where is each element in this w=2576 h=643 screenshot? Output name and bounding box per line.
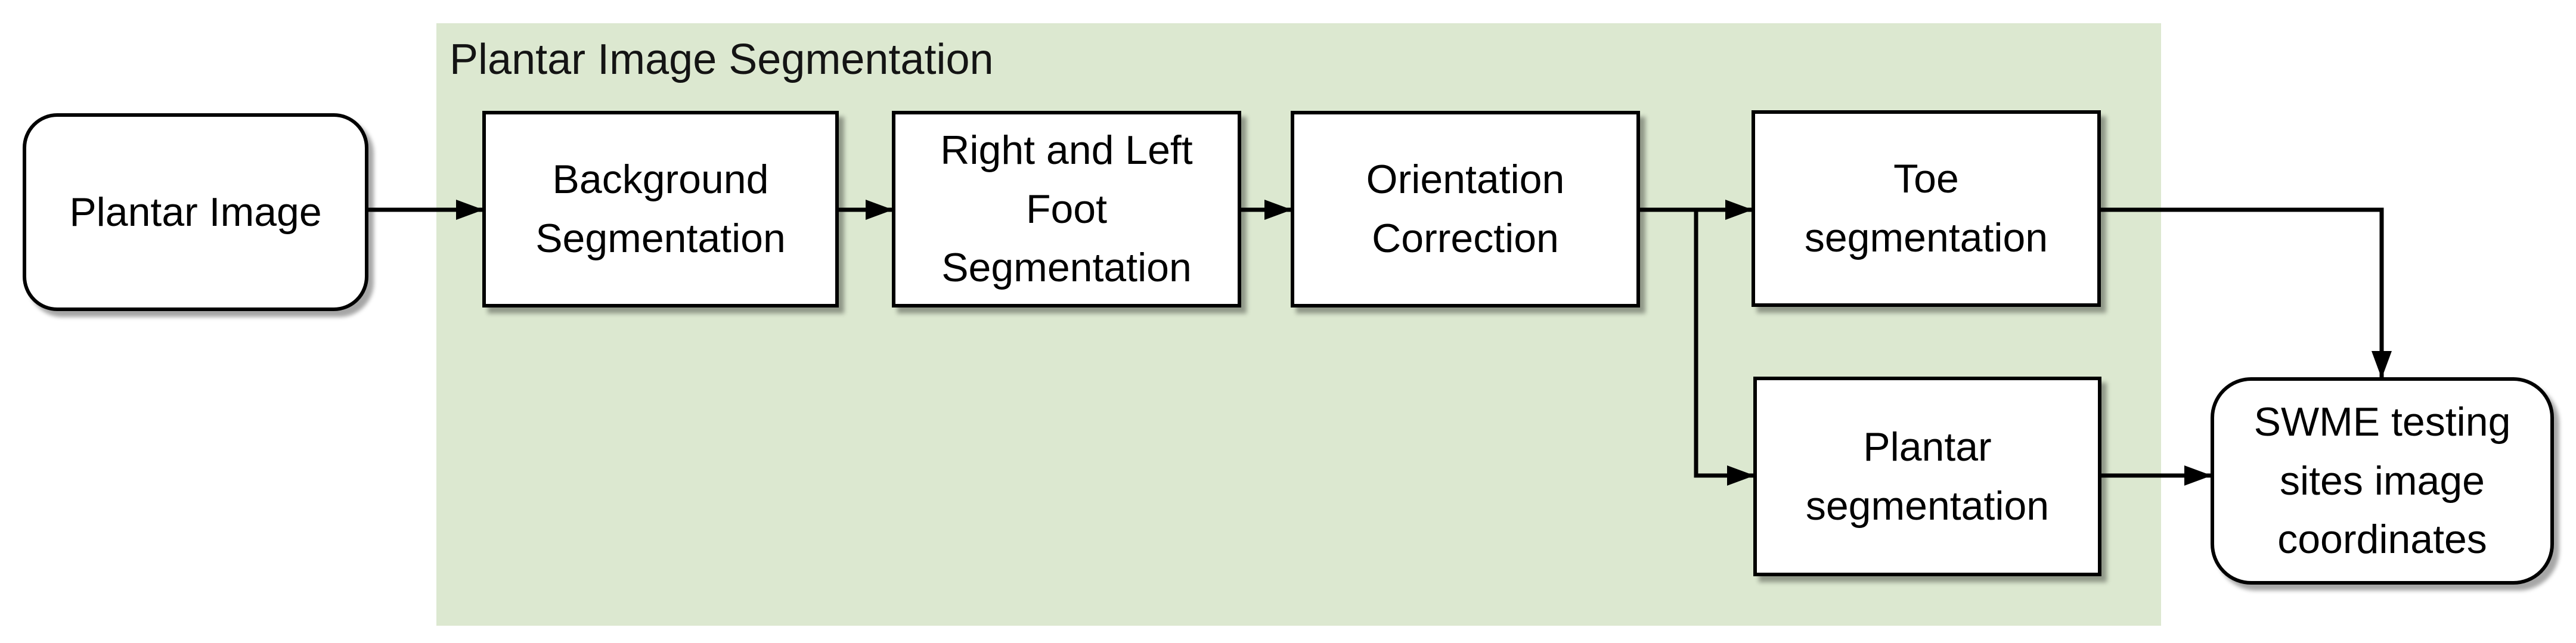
node-plantar-segmentation-label: Plantar segmentation	[1805, 424, 2050, 529]
node-plantar-image: Plantar Image	[23, 113, 368, 311]
node-background-segmentation: Background Segmentation	[482, 111, 839, 307]
node-plantar-segmentation: Plantar segmentation	[1753, 377, 2101, 576]
segmentation-group-title: Plantar Image Segmentation	[450, 36, 994, 83]
edge-toe-segmentation-to-swme-output	[2101, 207, 2392, 378]
node-orientation-correction: Orientation Correction	[1291, 111, 1640, 307]
node-swme-output-label: SWME testing sites image coordinates	[2253, 399, 2511, 563]
node-orientation-correction-label: Orientation Correction	[1366, 157, 1565, 261]
node-plantar-image-label: Plantar Image	[69, 189, 322, 235]
node-toe-segmentation-label: Toe segmentation	[1804, 156, 2048, 260]
node-right-left-foot-segmentation: Right and Left Foot Segmentation	[892, 111, 1241, 307]
node-swme-output: SWME testing sites image coordinates	[2211, 377, 2554, 585]
edge-orientation-to-plantar-segmentation	[1694, 210, 1754, 486]
node-right-left-foot-segmentation-label: Right and Left Foot Segmentation	[940, 128, 1193, 291]
node-toe-segmentation: Toe segmentation	[1752, 110, 2101, 307]
node-background-segmentation-label: Background Segmentation	[535, 157, 786, 261]
